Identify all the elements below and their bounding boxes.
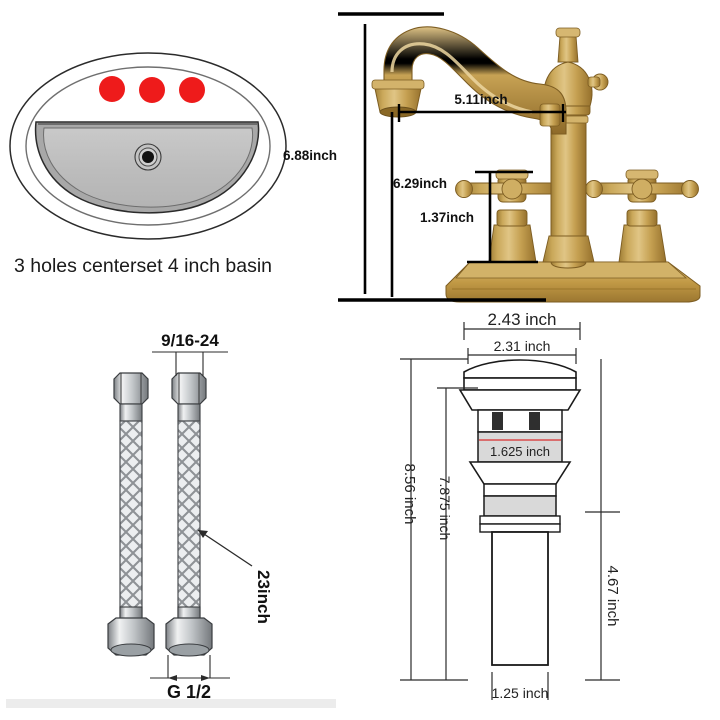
left-handle-knob-left — [455, 180, 473, 198]
handle-height-label: 1.37inch — [420, 210, 474, 225]
faucet-deck-top-face — [455, 261, 688, 279]
faucet-side-knob-stem — [587, 76, 601, 88]
hose-length-arrowhead — [198, 530, 208, 538]
cap-inner-diameter-label: 2.31 inch — [494, 338, 551, 354]
overall-height-label: 6.88inch — [283, 148, 337, 163]
hose-right — [165, 372, 213, 657]
drain-cap-dome — [463, 359, 577, 379]
bottom-thread-arrow-right — [201, 675, 210, 681]
faucet-hole-center — [139, 77, 165, 103]
lower-length-label: 4.67 inch — [604, 566, 621, 627]
hose-left-bottom-nut-face — [110, 643, 152, 657]
faucet-finial-cap — [555, 27, 581, 38]
faucet-hole-left — [99, 76, 125, 102]
left-handle-collar — [496, 209, 528, 227]
upper-length-label: 7.875 inch — [437, 476, 453, 541]
faucet-spout-highlight — [390, 42, 533, 114]
left-handle-center-boss — [501, 178, 523, 200]
hose-length-dimension: 23inch — [197, 529, 273, 624]
tailpiece-diameter-label: 1.25 inch — [492, 685, 549, 701]
faucet-aerator-ring — [371, 79, 425, 90]
bottom-thread-arrow-left — [168, 675, 177, 681]
basin-drain-hole — [142, 151, 154, 163]
cap-outer-diameter-label: 2.43 inch — [488, 310, 557, 329]
drain-dimensions: 2.43 inch 2.31 inch 8.56 inch 7.875 inch… — [400, 310, 621, 701]
spout-height-label: 6.29inch — [393, 176, 447, 191]
drain-ring-a — [479, 515, 561, 525]
hose-bottom-thread-dimension: G 1/2 — [150, 655, 230, 702]
drain-grey-band — [483, 495, 557, 517]
drain-taper-collar — [468, 461, 572, 485]
drain-slot-left — [492, 412, 503, 430]
faucet-dimensions: 6.88inch 5.11inch 6.29inch 1.37inch — [283, 12, 566, 302]
hose-right-bottom-nut-face — [168, 643, 210, 657]
drain-body-diameter-label: 1.625 inch — [490, 444, 550, 459]
right-handle-knob-right — [681, 180, 699, 198]
right-handle-collar — [626, 209, 658, 227]
drain-tailpiece — [491, 531, 549, 666]
faucet-column-foot — [542, 235, 595, 263]
faucet-spout-collar — [539, 103, 561, 127]
drain-illustration: 1.625 inch — [458, 359, 582, 666]
spout-reach-label: 5.11inch — [454, 92, 507, 107]
faucet-hole-right — [179, 77, 205, 103]
hose-right-top-nut — [171, 372, 207, 405]
hose-length-label: 23inch — [254, 570, 273, 624]
hose-top-thread-dimension: 9/16-24 — [152, 331, 228, 376]
right-handle-base — [618, 224, 667, 263]
overall-length-label: 8.56 inch — [401, 464, 418, 525]
bottom-thread-label: G 1/2 — [167, 682, 211, 702]
right-handle-center-boss — [631, 178, 653, 200]
top-thread-label: 9/16-24 — [161, 331, 219, 350]
drain-slot-right — [529, 412, 540, 430]
drain-mid-band — [483, 483, 557, 497]
hose-left — [107, 372, 155, 657]
hose-length-leader — [197, 529, 253, 567]
drain-cap-band — [463, 377, 577, 391]
faucet-illustration — [371, 26, 701, 303]
bottom-edge-strip — [6, 699, 336, 708]
basin-caption: 3 holes centerset 4 inch basin — [14, 255, 272, 277]
drain-cap-flange — [458, 389, 582, 411]
hose-left-top-nut — [113, 372, 149, 405]
drain-slot-section — [477, 409, 563, 433]
drain-ring-b — [479, 523, 561, 533]
